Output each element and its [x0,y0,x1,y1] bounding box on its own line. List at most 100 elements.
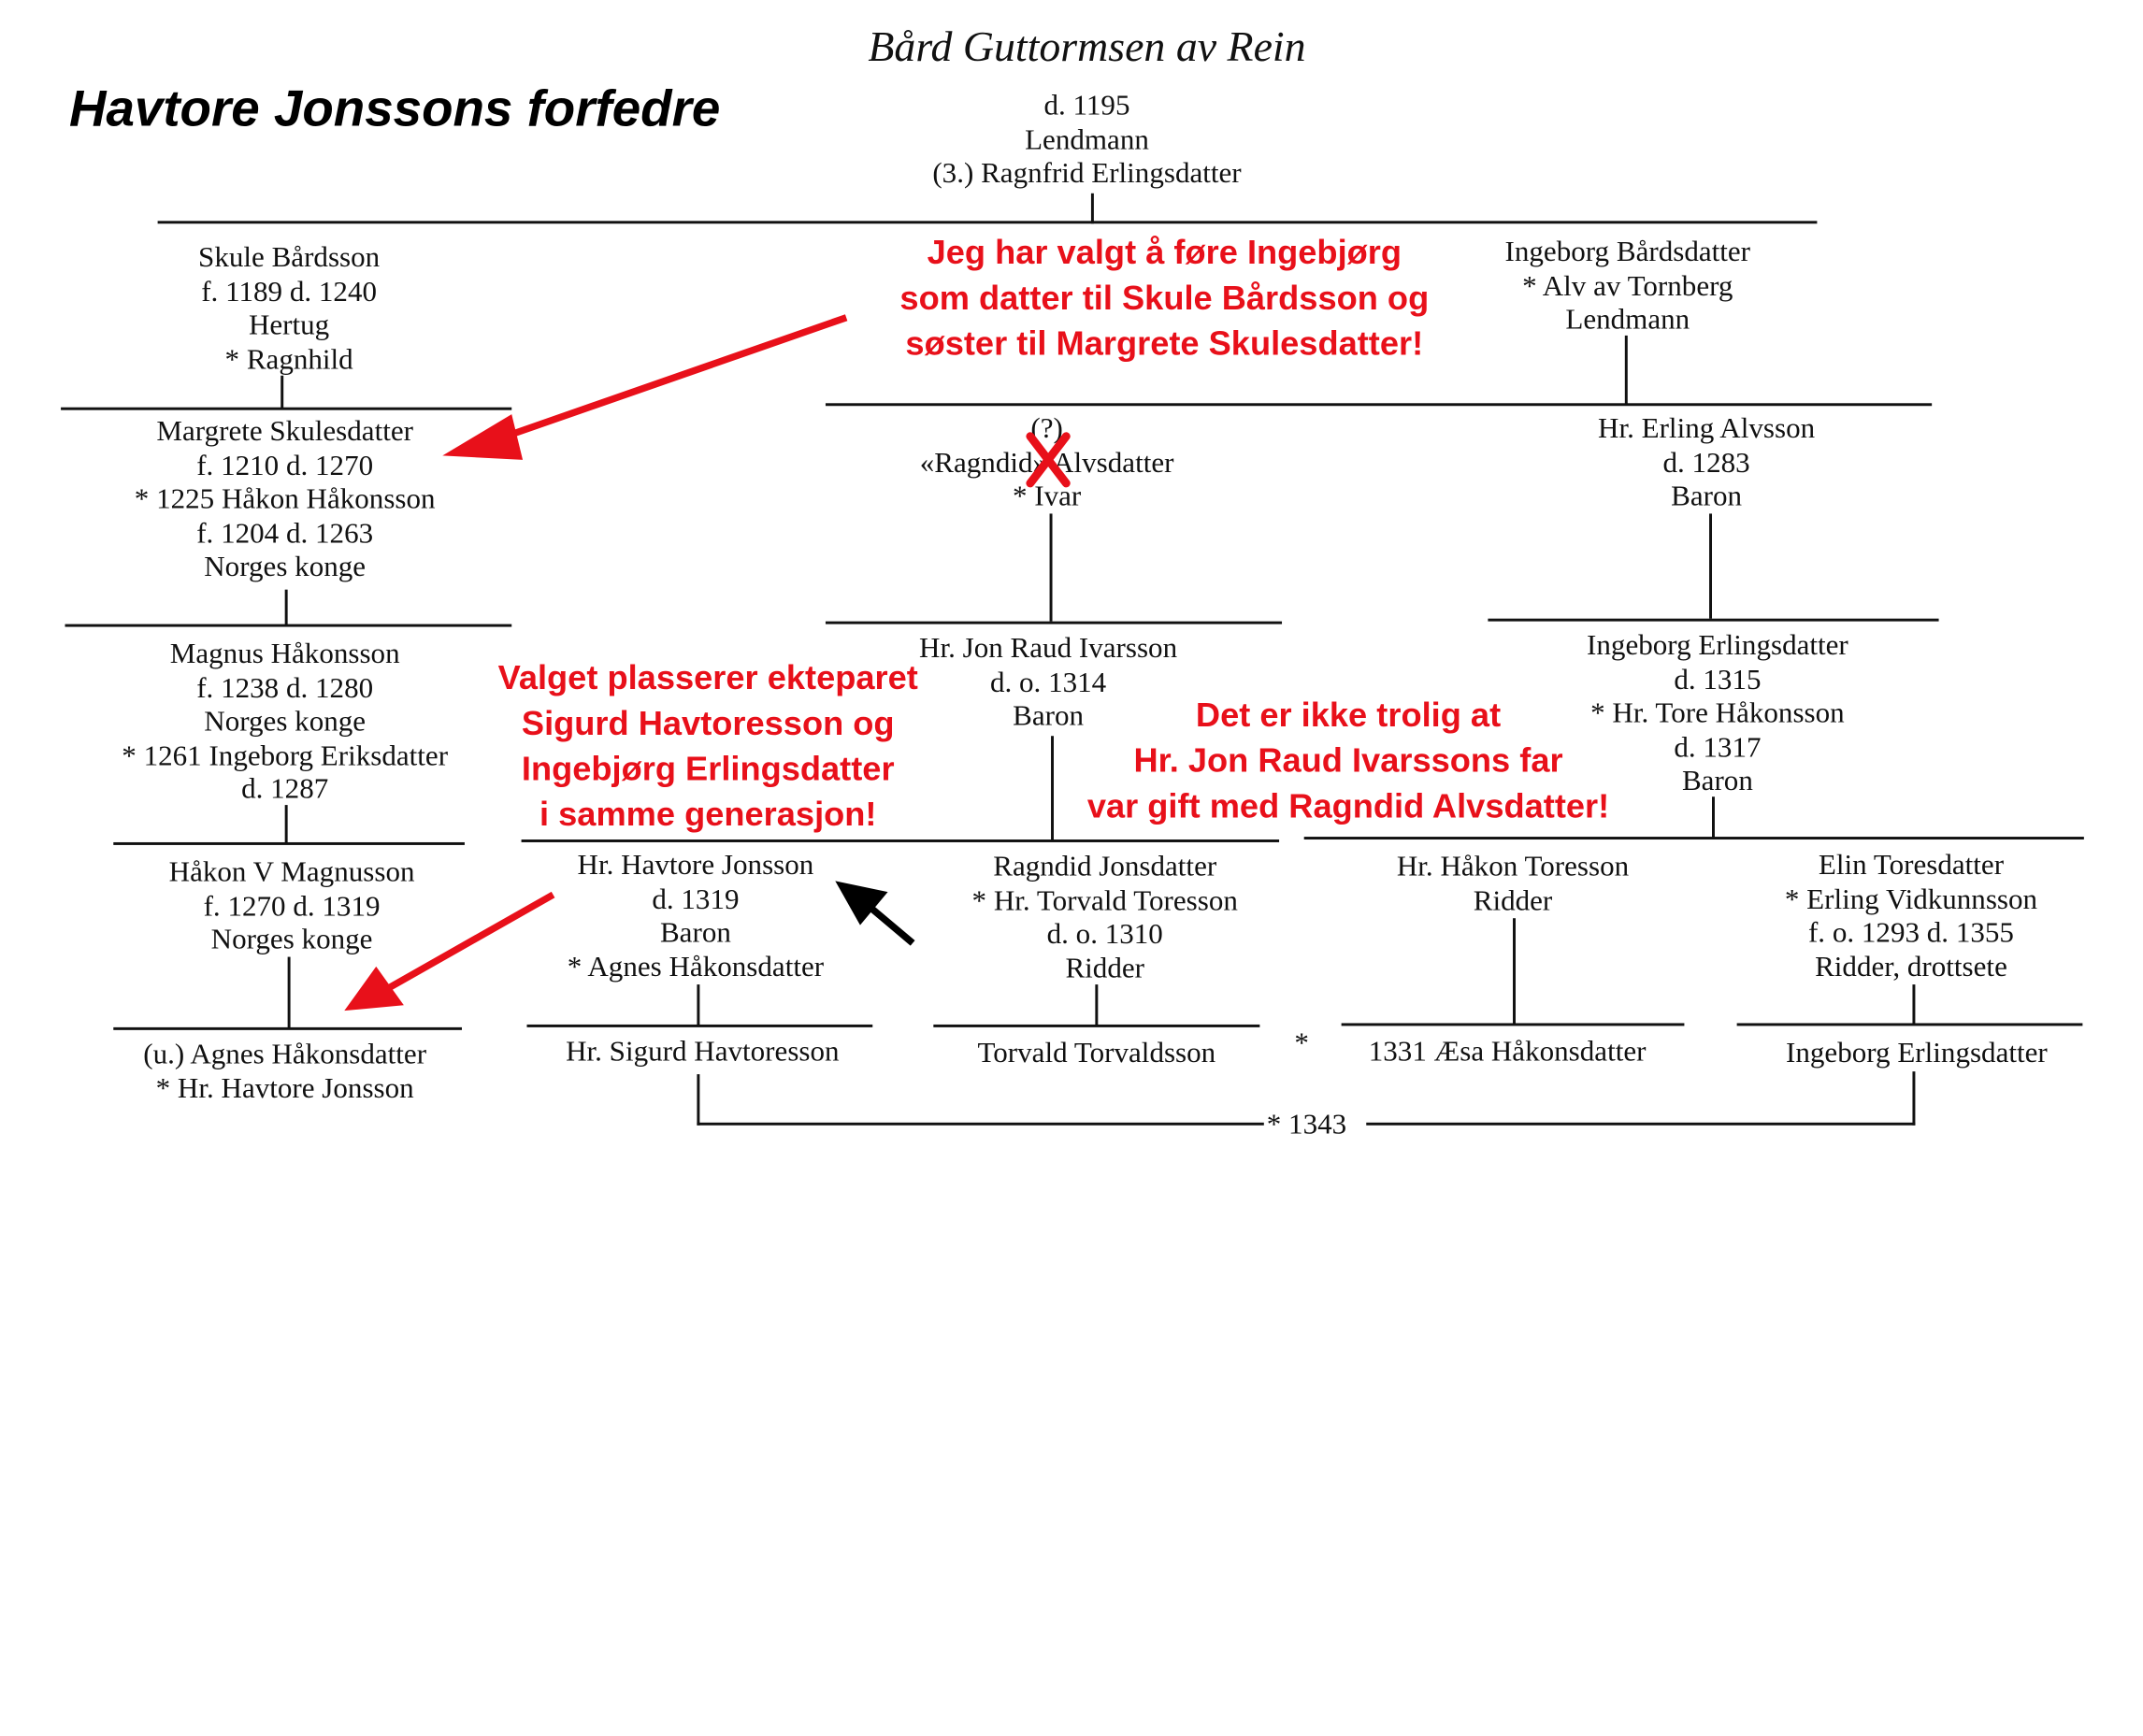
node-line: d. 1283 [1662,445,1750,479]
node-line: Skule Bårdsson [198,239,381,274]
connector [1051,736,1054,841]
black-arrow-icon [835,881,915,946]
person-sigurd-havtoresson: Hr. Sigurd Havtoresson [566,1034,839,1068]
generation-bar [1341,1023,1685,1026]
person-erling-alvsson: Hr. Erling Alvsson d. 1283 Baron [1598,411,1815,513]
node-line: * Alv av Tornberg [1522,268,1733,302]
note-line: søster til Margrete Skulesdatter! [905,325,1424,364]
node-line: Baron [1681,763,1753,797]
node-line: d. o. 1314 [989,665,1107,698]
person-margrete-skulesdatter: Margrete Skulesdatter f. 1210 d. 1270 * … [135,414,436,583]
node-line: Ridder [1473,882,1553,916]
root-ancestor-details: d. 1195 Lendmann (3.) Ragnfrid Erlingsda… [932,89,1241,191]
connector [1049,513,1053,622]
node-line: (3.) Ragnfrid Erlingsdatter [932,155,1242,190]
marriage-line [697,1122,1264,1126]
marriage-line [1912,1071,1916,1126]
node-line: Lendmann [1565,302,1690,336]
node-line: Hr. Jon Raud Ivarsson [919,630,1178,665]
node-line: f. o. 1293 d. 1355 [1807,915,2014,949]
marriage-year-label: * 1343 [1266,1107,1347,1141]
connector [287,956,291,1029]
connector [280,375,284,409]
person-ingeborg-erlingsdatter-2: Ingeborg Erlingsdatter [1786,1036,2048,1069]
node-line: Hr. Havtore Jonsson [577,847,814,882]
node-line: Margrete Skulesdatter [156,414,413,448]
generation-bar [825,621,1283,624]
red-x-mark-icon [1026,432,1071,488]
connector [1712,796,1715,839]
person-hakon-v-magnusson: Håkon V Magnusson f. 1270 d. 1319 Norges… [169,854,415,956]
connector [1912,984,1916,1025]
node-line: Norges konge [204,704,367,738]
node-line: * 1225 Håkon Håkonsson [134,481,436,515]
node-line: Ingeborg Bårdsdatter [1504,235,1751,268]
connector [1709,513,1713,619]
node-line: Ridder [1065,950,1144,984]
generation-bar [1736,1023,2083,1026]
node-line: d. o. 1310 [1046,916,1163,951]
node-line: Baron [659,915,731,949]
node-line: * Hr. Tore Håkonsson [1590,696,1845,729]
node-line: Hr. Erling Alvsson [1598,411,1816,445]
annotation-note-1: Jeg har valgt å føre Ingebjørg som datte… [899,231,1429,367]
connector [697,984,700,1026]
node-line: Baron [1671,479,1743,512]
node-line: Ragndid Jonsdatter [993,849,1217,882]
person-ingeborg-bardsdatter: Ingeborg Bårdsdatter * Alv av Tornberg L… [1505,235,1750,337]
red-arrow-icon [442,314,848,460]
note-line: Jeg har valgt å føre Ingebjørg [927,235,1402,272]
person-hakon-toresson: Hr. Håkon Toresson Ridder [1397,849,1629,916]
note-line: som datter til Skule Bårdsson og [899,280,1430,318]
person-agnes-hakonsdatter: (u.) Agnes Håkonsdatter * Hr. Havtore Jo… [143,1037,426,1104]
annotation-overlay [344,314,1071,1011]
generation-bar [521,839,1280,842]
node-line: f. 1210 d. 1270 [196,448,374,481]
generation-bar [61,407,512,410]
node-line: f. 1189 d. 1240 [201,274,378,308]
node-line: * Agnes Håkonsdatter [567,949,825,983]
generation-bar [65,624,512,627]
node-line: d. 1287 [241,771,329,806]
generation-bar [157,221,1818,224]
person-jon-raud-ivarsson: Hr. Jon Raud Ivarsson d. o. 1314 Baron [919,631,1177,733]
annotation-note-2: Valget plasserer ekteparet Sigurd Havtor… [498,656,918,839]
marriage-line [1366,1122,1916,1126]
person-ingeborg-erlingsdatter: Ingeborg Erlingsdatter d. 1315 * Hr. Tor… [1587,628,1848,797]
node-line: 1331 Æsa Håkonsdatter [1368,1034,1647,1068]
generation-bar [526,1024,873,1027]
connector [1624,335,1628,405]
connector [284,805,288,844]
person-torvald-torvaldsson: Torvald Torvaldsson [977,1036,1215,1069]
red-arrow-icon [344,891,555,1011]
node-line: * Hr. Havtore Jonsson [155,1070,414,1104]
connector [284,589,288,626]
generation-bar [113,1026,462,1030]
node-line: Hr. Sigurd Havtoresson [566,1034,840,1068]
node-line: Norges konge [210,922,373,956]
annotation-note-3: Det er ikke trolig at Hr. Jon Raud Ivars… [1087,693,1609,829]
node-line: Magnus Håkonsson [169,636,400,670]
person-havtore-jonsson: Hr. Havtore Jonsson d. 1319 Baron * Agne… [568,848,824,983]
node-line: * Hr. Torvald Toresson [971,882,1238,916]
node-line: Ridder, drottsete [1815,949,2007,983]
generation-bar [933,1024,1260,1027]
note-line: Ingebjørg Erlingsdatter [521,751,895,789]
person-ragndid-jonsdatter: Ragndid Jonsdatter * Hr. Torvald Toresso… [972,849,1238,984]
generation-bar [1488,618,1939,622]
node-line: * Erling Vidkunnsson [1784,882,2038,915]
person-magnus-hakonsson: Magnus Håkonsson f. 1238 d. 1280 Norges … [122,637,448,806]
note-line: var gift med Ragndid Alvsdatter! [1086,788,1610,826]
node-line: Ingeborg Erlingsdatter [1786,1035,2048,1069]
root-ancestor-name: Bård Guttormsen av Rein [868,22,1306,71]
node-line: Hr. Håkon Toresson [1396,849,1630,882]
generation-bar [825,403,1933,407]
node-line: d. 1195 [1043,88,1130,122]
node-line: * Ragnhild [224,341,353,376]
node-line: f. 1204 d. 1263 [196,515,374,550]
node-line: Baron [1013,698,1085,732]
person-skule-bardsson: Skule Bårdsson f. 1189 d. 1240 Hertug * … [198,240,380,376]
generation-bar [113,841,465,845]
person-elin-toresdatter: Elin Toresdatter * Erling Vidkunnsson f.… [1785,848,2037,983]
